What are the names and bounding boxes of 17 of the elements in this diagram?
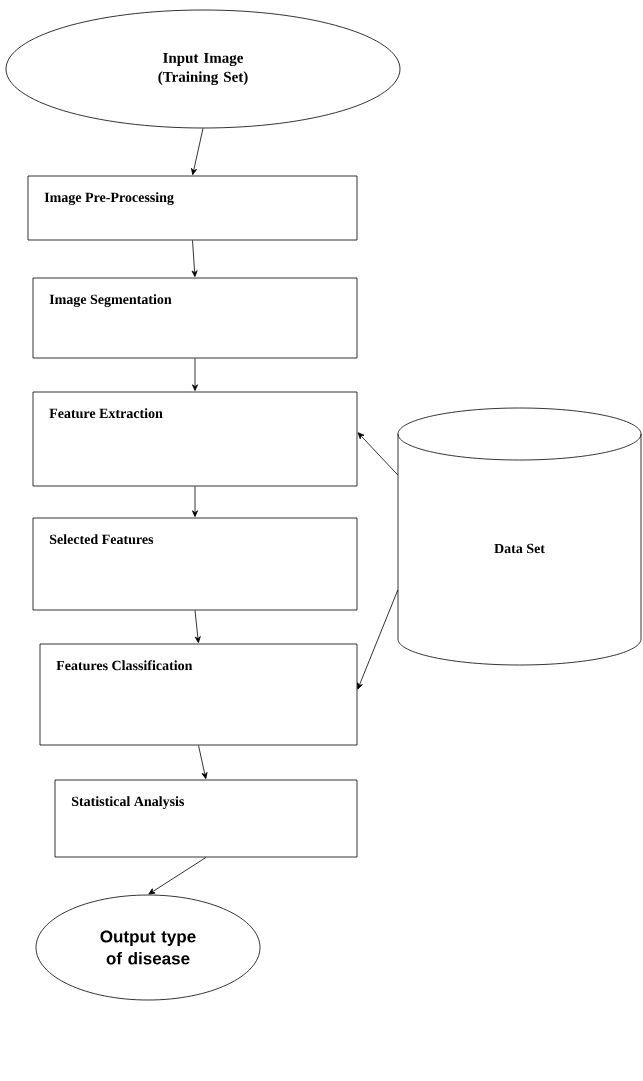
process-box: Feature Extraction xyxy=(32,391,358,487)
database-cylinder: Data Set xyxy=(397,407,642,666)
arrow xyxy=(192,486,198,517)
process-box: Selected Features xyxy=(32,517,358,611)
arrow xyxy=(191,128,204,176)
arrow xyxy=(194,610,201,643)
arrow xyxy=(198,745,208,780)
process-box: Features Classification xyxy=(39,643,358,746)
arrow xyxy=(191,240,198,277)
process-box: Image Segmentation xyxy=(32,277,358,359)
process-box: Statistical Analysis xyxy=(54,779,358,858)
arrow xyxy=(148,857,207,895)
arrow xyxy=(192,358,198,391)
arrow xyxy=(357,589,399,690)
node-label: Data Set xyxy=(494,543,545,554)
process-box: Image Pre-Processing xyxy=(27,175,358,241)
arrow xyxy=(357,432,399,476)
